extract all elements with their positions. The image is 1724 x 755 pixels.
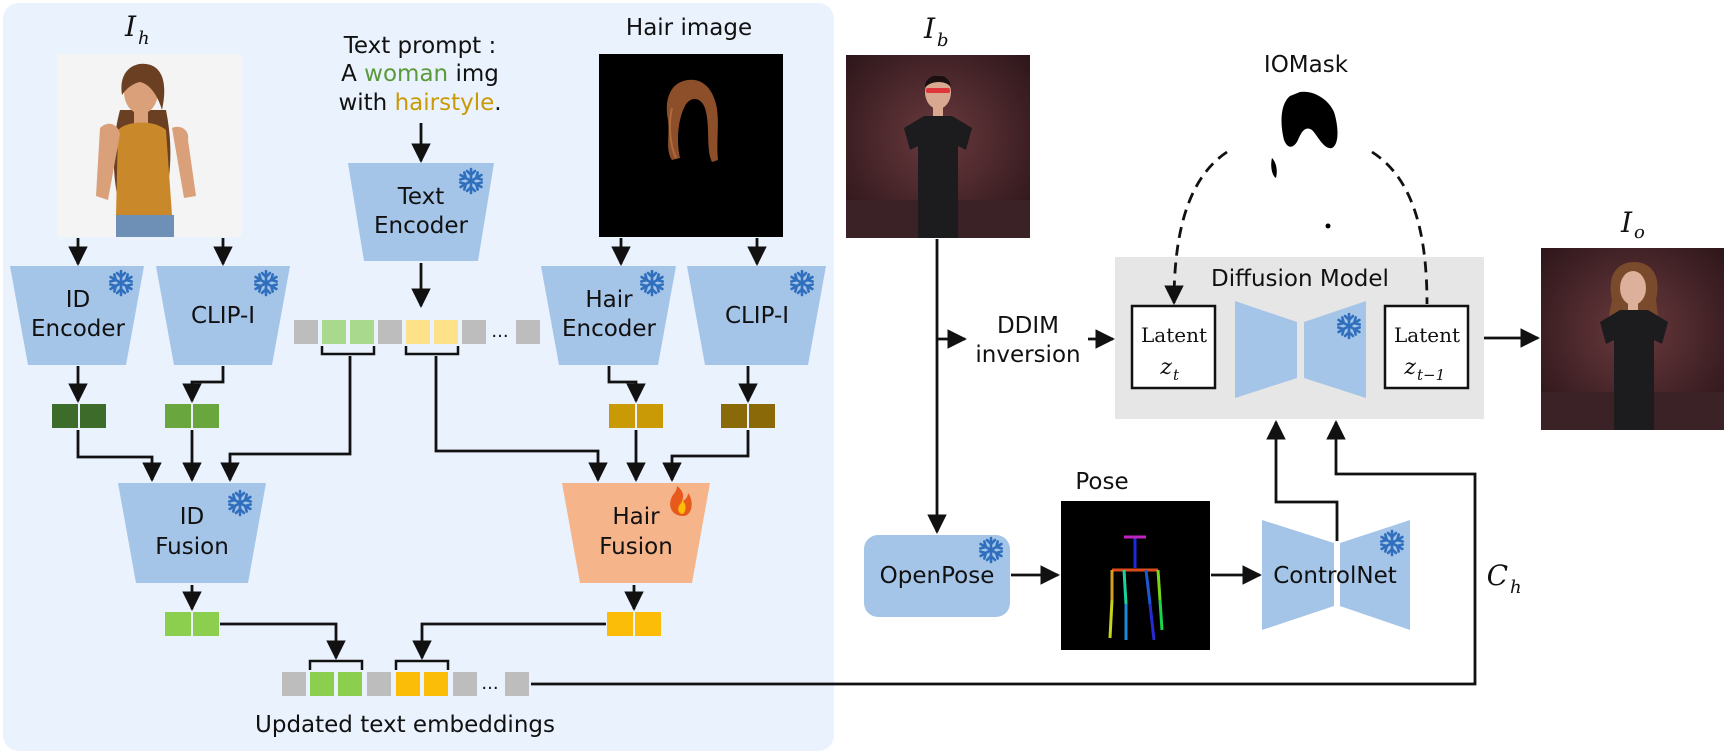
updated-embeddings-label: Updated text embeddings: [255, 712, 555, 738]
controlnet-label: ControlNet: [1273, 563, 1397, 589]
updated-embedding-row: ...: [282, 672, 529, 696]
prompt-line-3: with hairstyle.: [338, 90, 501, 116]
symbol-ih-sub: h: [138, 28, 150, 49]
hair-fusion-label-1: Hair: [612, 504, 660, 530]
iomask-image: [1271, 91, 1338, 229]
id-token: [80, 404, 106, 428]
hair-fusion-token: [635, 612, 661, 636]
hair-fusion-token: [607, 612, 633, 636]
clip-right-token: [749, 404, 775, 428]
body-image: [846, 55, 1030, 238]
id-fusion-token: [193, 612, 219, 636]
symbol-ih: I: [124, 10, 137, 43]
symbol-ch-sub: h: [1510, 577, 1522, 598]
clip-left-token: [193, 404, 219, 428]
updated-embedding-ellipsis: ...: [481, 673, 498, 694]
id-fusion-token: [165, 612, 191, 636]
clip-image-encoder-left: [156, 266, 290, 365]
clip-image-encoder-right: [687, 266, 826, 365]
hair-image-label: Hair image: [626, 15, 752, 41]
text-encoder-label-2: Encoder: [374, 213, 469, 239]
symbol-ib: I: [923, 12, 936, 45]
text-embedding-row: ...: [294, 320, 540, 344]
flame-icon: [670, 486, 692, 516]
prompt-line-1: Text prompt :: [343, 33, 497, 59]
id-token: [52, 404, 78, 428]
prompt-line-2: A woman img: [341, 61, 499, 87]
latent-zt1-box: [1383, 304, 1470, 390]
clip-left-token: [165, 404, 191, 428]
connector-lines: [68, 123, 767, 660]
openpose-module: [864, 535, 1010, 617]
symbol-io-sub: o: [1634, 222, 1645, 243]
symbol-io: I: [1620, 206, 1633, 239]
symbol-ib-sub: b: [937, 30, 949, 51]
ddim-label-1: DDIM: [997, 313, 1059, 339]
id-encoder: [10, 266, 144, 365]
pose-label: Pose: [1075, 469, 1128, 495]
latent-zt-box: [1130, 304, 1217, 390]
prompt-word-woman: woman: [364, 61, 448, 87]
symbol-ch: C: [1487, 559, 1508, 592]
latent-zt-label: Latent: [1141, 323, 1207, 347]
id-encoder-label-2: Encoder: [31, 316, 126, 342]
hair-encoder-label-2: Encoder: [562, 316, 657, 342]
id-fusion-label-1: ID: [180, 504, 205, 530]
latent-zt-sub: t: [1173, 366, 1180, 384]
openpose-label: OpenPose: [880, 563, 995, 589]
hair-token: [637, 404, 663, 428]
clip-left-label: CLIP-I: [191, 303, 255, 329]
iomask-label: IOMask: [1264, 52, 1349, 78]
clip-right-label: CLIP-I: [725, 303, 789, 329]
hair-encoder: [541, 266, 676, 365]
hair-image: [599, 54, 783, 237]
embedding-ellipsis: ...: [491, 321, 508, 342]
ddim-label-2: inversion: [975, 342, 1080, 368]
prompt-word-hairstyle: hairstyle: [395, 90, 495, 116]
latent-zt-var: z: [1159, 355, 1172, 380]
diffusion-model-label: Diffusion Model: [1211, 266, 1389, 292]
latent-zt1-sub: t−1: [1417, 366, 1445, 384]
hair-fusion-label-2: Fusion: [599, 534, 673, 560]
id-fusion-label-2: Fusion: [155, 534, 229, 560]
connector-lines-right: [531, 150, 1540, 686]
unet-encoder: [1235, 301, 1297, 398]
latent-zt1-label: Latent: [1394, 323, 1460, 347]
pose-image: [1061, 501, 1210, 650]
hair-token: [609, 404, 635, 428]
controlnet-encoder: [1262, 520, 1334, 630]
latent-zt1-var: z: [1403, 355, 1416, 380]
text-encoder-label-1: Text: [397, 184, 445, 210]
text-encoder: [348, 163, 494, 261]
hair-encoder-label-1: Hair: [585, 287, 633, 313]
clip-right-token: [721, 404, 747, 428]
output-image: [1541, 248, 1724, 430]
id-encoder-label-1: ID: [66, 287, 91, 313]
id-fusion: [118, 483, 266, 583]
input-face-image: [57, 54, 242, 237]
